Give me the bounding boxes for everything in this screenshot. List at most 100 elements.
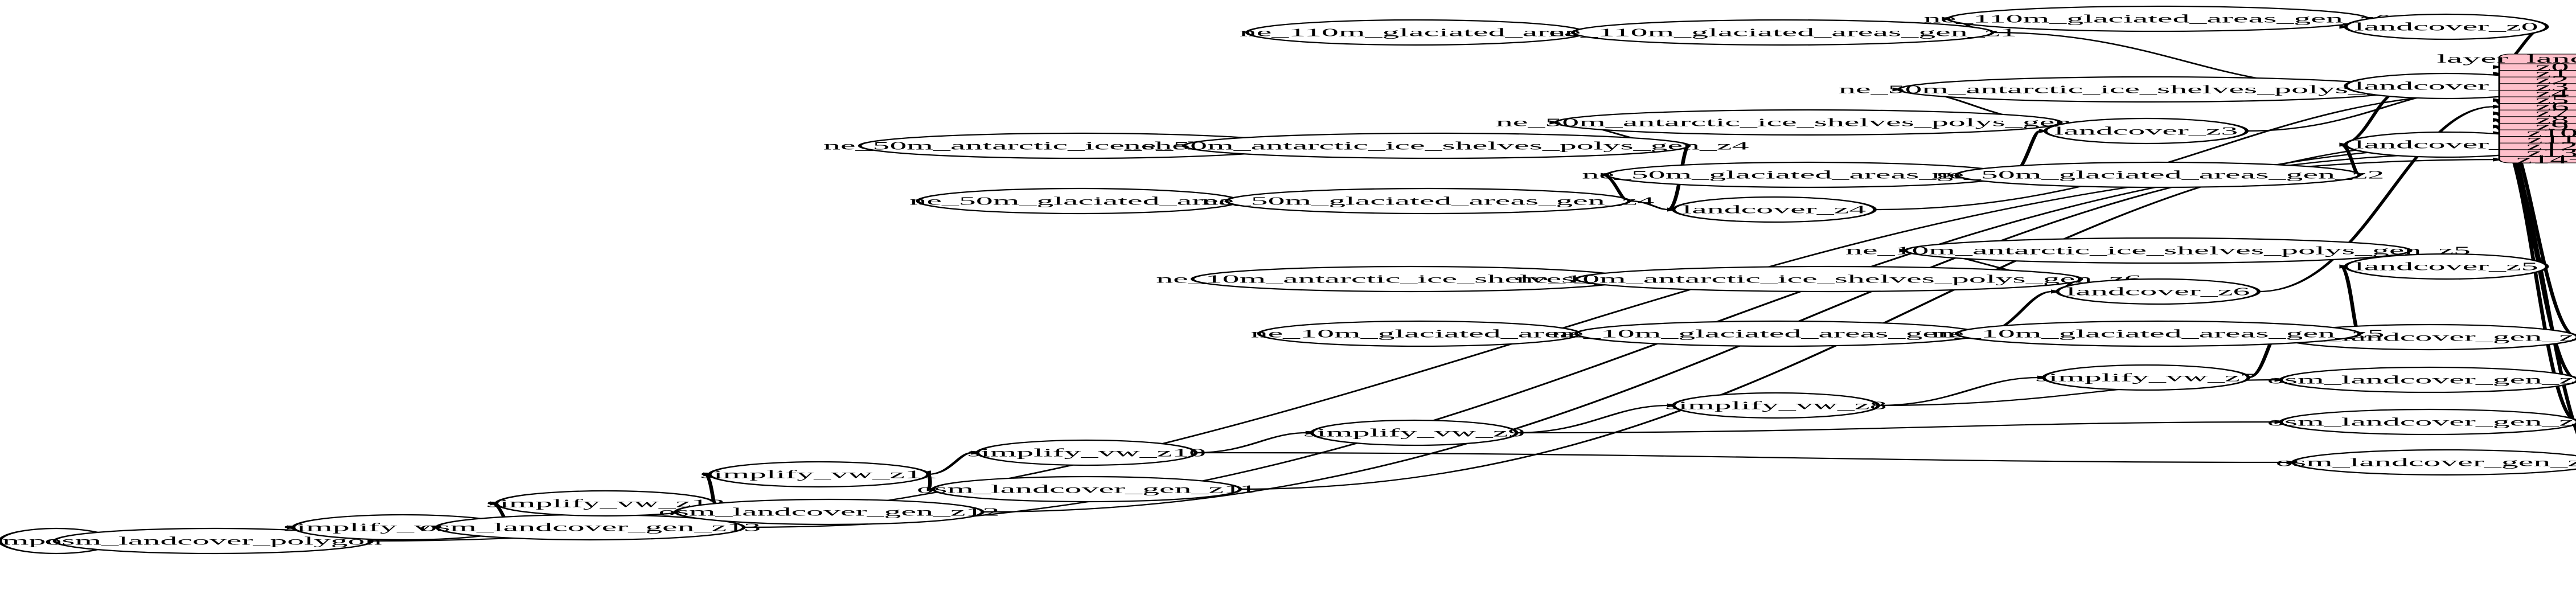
- node-label: ne_110m_glaciated_areas_gen_z1: [1548, 26, 2017, 39]
- graph-node-ne_10m_glaciated_areas_gen_z6[interactable]: ne_10m_glaciated_areas_gen_z6: [1551, 320, 2004, 347]
- node-label: ne_50m_glaciated_areas_gen_z3: [1582, 169, 2034, 181]
- layer-landcover-table: layer_landcoverz0z1z2z3z4z5z6z7z8z9z10z1…: [2436, 52, 2576, 166]
- node-label: osm_landcover_gen_z12: [659, 506, 1000, 518]
- graph-edge: [1196, 452, 2288, 464]
- graph-node-ne_10m_antarctic_ice_shelves_polys_gen_z5[interactable]: ne_10m_antarctic_ice_shelves_polys_gen_z…: [1845, 237, 2471, 264]
- graph-node-ne_50m_antarctic_ice_shelves_polys_gen_z4[interactable]: ne_50m_antarctic_ice_shelves_polys_gen_z…: [1124, 132, 1749, 159]
- graph-edge: [2258, 106, 2494, 293]
- node-label: ne_110m_glaciated_areas_gen_z0: [1924, 13, 2393, 25]
- graph-node-osm_landcover_gen_z10[interactable]: osm_landcover_gen_z10: [2276, 449, 2576, 476]
- graph-edge: [1878, 376, 2038, 407]
- node-label: osm_landcover_gen_z11: [917, 483, 1257, 495]
- graph-edge-arrowhead: [2493, 65, 2503, 69]
- graph-node-osm_landcover_gen_z11[interactable]: osm_landcover_gen_z11: [917, 475, 1257, 503]
- node-ellipse: [2279, 408, 2576, 436]
- node-ellipse: [2055, 278, 2261, 305]
- node-ellipse: [1904, 237, 2413, 264]
- node-label: ne_50m_antarctic_ice_shelves_polys_gen_z…: [1839, 83, 2464, 96]
- graph-node-simplify_vw_z10[interactable]: simplify_vw_z10: [967, 439, 1206, 466]
- graph-node-ne_50m_glaciated_areas_gen_z2[interactable]: ne_50m_glaciated_areas_gen_z2: [1931, 161, 2385, 188]
- graph-node-landcover_z0[interactable]: landcover_z0: [2344, 13, 2549, 40]
- node-label: simplify_vw_z8: [1665, 399, 1886, 412]
- node-ellipse: [931, 475, 1242, 503]
- node-label: ne_10m_antarctic_ice_shelves_polys_gen_z…: [1845, 244, 2471, 257]
- graph-node-ne_10m_antarctic_ice_shelves_polys[interactable]: ne_10m_antarctic_ice_shelves_polys: [1156, 265, 1666, 293]
- node-ellipse: [1671, 196, 1877, 223]
- graph-node-ne_10m_antarctic_ice_shelves_polys_gen_z6[interactable]: ne_10m_antarctic_ice_shelves_polys_gen_z…: [1516, 265, 2142, 293]
- table-outline: [2498, 54, 2576, 163]
- node-label: simplify_vw_z11: [700, 468, 938, 481]
- node-ellipse: [674, 498, 985, 526]
- node-label: ne_50m_antarctic_ice_shelves_polys_gen_z…: [1124, 140, 1749, 152]
- graph-node-osm_landcover_gen_z12[interactable]: osm_landcover_gen_z12: [659, 498, 1000, 526]
- graph-edge-arrowhead: [2493, 98, 2503, 102]
- graph-edge: [372, 159, 2494, 542]
- node-ellipse: [975, 439, 1198, 466]
- graph-node-landcover_z4[interactable]: landcover_z4: [1671, 196, 1877, 223]
- node-ellipse: [2041, 364, 2251, 391]
- node-ellipse: [1571, 19, 1995, 46]
- graph-node-ne_10m_glaciated_areas_gen_z5[interactable]: ne_10m_glaciated_areas_gen_z5: [1931, 320, 2385, 347]
- graph-edge: [1874, 93, 2494, 211]
- graph-node-landcover_z5[interactable]: landcover_z5: [2344, 253, 2549, 280]
- graph-edge: [928, 452, 973, 475]
- table-row-z14+[interactable]: z14+: [2516, 153, 2576, 166]
- graph-node-ne_110m_glaciated_areas[interactable]: ne_110m_glaciated_areas: [1240, 19, 1593, 46]
- graph-edge-arrowhead: [2493, 124, 2503, 129]
- node-label: landcover_z3: [2054, 125, 2238, 137]
- graph-edge-arrowhead: [2493, 111, 2503, 116]
- node-ellipse: [2043, 117, 2249, 145]
- graph-node-simplify_vw_z11[interactable]: simplify_vw_z11: [700, 461, 938, 488]
- graph-edge-arrowhead: [2493, 104, 2503, 109]
- node-label: simplify_vw_z7: [2035, 371, 2257, 384]
- table-header-label: layer_landcover: [2436, 52, 2576, 65]
- graph-node-ne_50m_glaciated_areas_gen_z4[interactable]: ne_50m_glaciated_areas_gen_z4: [1201, 187, 1654, 215]
- graph-node-osm_landcover_gen_z8[interactable]: osm_landcover_gen_z8: [2267, 366, 2576, 393]
- graph-node-landcover_z6[interactable]: landcover_z6: [2055, 278, 2261, 305]
- graph-edge: [1516, 404, 1668, 434]
- node-label: ne_50m_antarctic_ice_shelves_polys_gen_z…: [1496, 116, 2121, 129]
- node-label: landcover_z1: [2355, 80, 2538, 92]
- graph-node-ne_50m_antarctic_ice_shelves_polys_gen_z3[interactable]: ne_50m_antarctic_ice_shelves_polys_gen_z…: [1496, 109, 2121, 136]
- node-ellipse: [2279, 366, 2576, 393]
- node-label: simplify_vw_z12: [486, 497, 725, 510]
- node-ellipse: [1554, 109, 2063, 136]
- graph-node-landcover_z3[interactable]: landcover_z3: [2043, 117, 2249, 145]
- node-label: osm_landcover_gen_z13: [420, 521, 761, 534]
- graph-node-ne_10m_glaciated_areas[interactable]: ne_10m_glaciated_areas: [1251, 320, 1588, 347]
- graph-edge-arrowhead: [2493, 118, 2503, 122]
- node-label: landcover_z0: [2355, 20, 2538, 33]
- node-ellipse: [1671, 392, 1880, 419]
- graph-node-simplify_vw_z7[interactable]: simplify_vw_z7: [2035, 364, 2257, 391]
- graph-node-landcover_z2[interactable]: landcover_z2: [2344, 131, 2549, 158]
- graph-edge: [2338, 265, 2361, 335]
- graph-edge: [1516, 421, 2276, 434]
- node-label: ne_50m_glaciated_areas_gen_z2: [1931, 169, 2384, 181]
- layer-landcover-record[interactable]: layer_landcoverz0z1z2z3z4z5z6z7z8z9z10z1…: [2436, 52, 2576, 166]
- node-ellipse: [708, 461, 930, 488]
- graph-edge: [1196, 432, 1307, 454]
- node-label: ne_10m_glaciated_areas_gen_z6: [1551, 327, 2004, 340]
- graph-node-landcover_z1[interactable]: landcover_z1: [2344, 72, 2549, 100]
- node-label: simplify_vw_z9: [1303, 427, 1525, 439]
- graph-node-simplify_vw_z8[interactable]: simplify_vw_z8: [1665, 392, 1887, 419]
- graph-node-ne_50m_glaciated_areas_gen_z3[interactable]: ne_50m_glaciated_areas_gen_z3: [1582, 161, 2034, 188]
- node-label: ne_10m_antarctic_ice_shelves_polys_gen_z…: [1516, 273, 2142, 285]
- graph-node-ne_110m_glaciated_areas_gen_z1[interactable]: ne_110m_glaciated_areas_gen_z1: [1548, 19, 2017, 46]
- node-label: osm_landcover_gen_z8: [2267, 374, 2576, 386]
- node-label: landcover_z4: [1683, 203, 1867, 216]
- node-ellipse: [2344, 13, 2549, 40]
- node-label: landcover_z6: [2066, 285, 2250, 298]
- node-label: landcover_z2: [2355, 138, 2538, 151]
- graph-node-ne_50m_glaciated_areas[interactable]: ne_50m_glaciated_areas: [909, 187, 1247, 215]
- graph-node-simplify_vw_z9[interactable]: simplify_vw_z9: [1303, 419, 1525, 446]
- graph-node-osm_landcover_gen_z9[interactable]: osm_landcover_gen_z9: [2267, 408, 2576, 436]
- graph-edge: [1629, 200, 1669, 211]
- node-ellipse: [52, 527, 374, 555]
- node-label: ne_50m_glaciated_areas: [909, 195, 1246, 207]
- node-ellipse: [1310, 419, 1519, 446]
- graph-node-ne_50m_antarctic_ice_shelves_polys_gen_z2[interactable]: ne_50m_antarctic_ice_shelves_polys_gen_z…: [1839, 76, 2464, 103]
- node-label: ne_10m_antarctic_ice_shelves_polys: [1156, 273, 1666, 285]
- graph-node-osm_landcover_polygon[interactable]: osm_landcover_polygon: [44, 527, 382, 555]
